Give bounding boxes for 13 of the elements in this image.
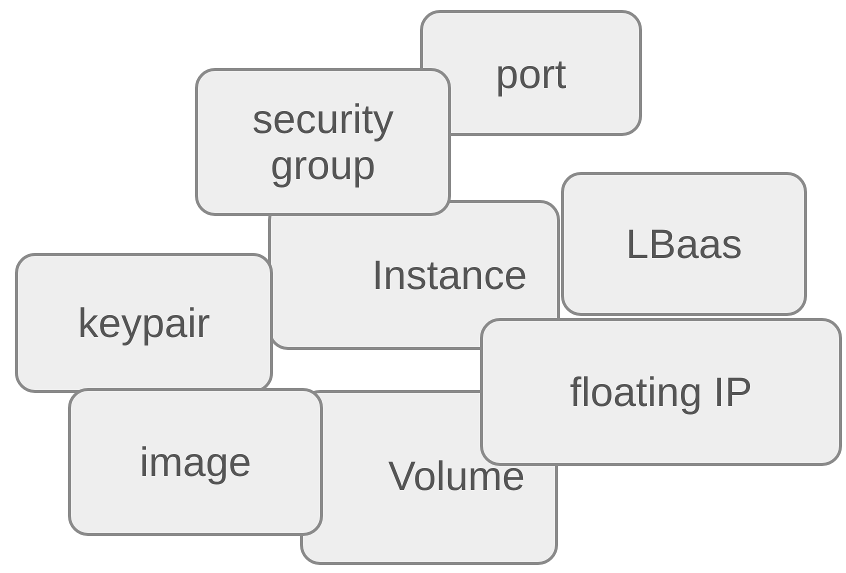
rounded-box [420, 10, 642, 136]
box-label: Volume [388, 453, 525, 499]
box-label: Instance [372, 252, 527, 298]
box-label: image [140, 439, 252, 485]
rounded-box [561, 172, 807, 316]
rounded-box [195, 68, 451, 216]
box-label: floating IP [570, 369, 752, 415]
box-label: LBaas [626, 221, 742, 267]
rounded-box [68, 388, 323, 536]
box-label: port [496, 51, 566, 97]
rounded-box [15, 253, 273, 393]
box-label: keypair [78, 300, 210, 346]
box-label: security group [251, 96, 395, 188]
